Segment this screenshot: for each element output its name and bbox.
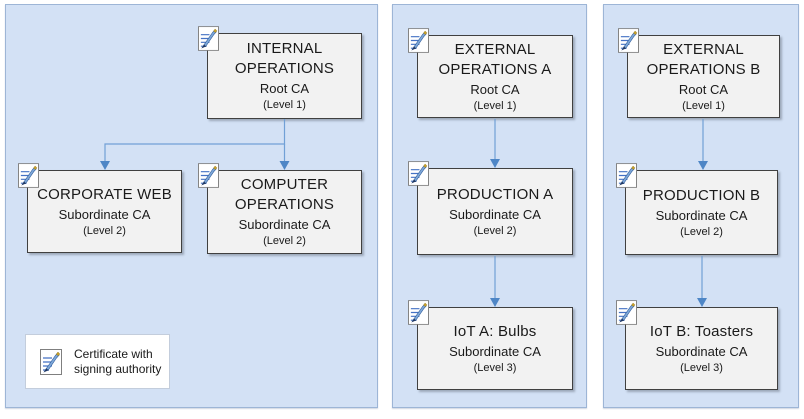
ca-node-subtitle: Root CA bbox=[678, 81, 729, 97]
certificate-signing-icon bbox=[198, 26, 219, 51]
ca-node-title: EXTERNAL OPERATIONS A bbox=[438, 40, 552, 78]
ca-node-subtitle: Subordinate CA bbox=[449, 343, 541, 359]
ca-node-title: EXTERNAL OPERATIONS B bbox=[646, 40, 761, 78]
ca-node-subtitle: Subordinate CA bbox=[655, 207, 748, 223]
ca-node-subtitle: Root CA bbox=[470, 81, 520, 97]
certificate-signing-icon bbox=[408, 300, 429, 325]
ca-node-title: CORPORATE WEB bbox=[37, 185, 172, 203]
ca-node-production-b: PRODUCTION B Subordinate CA (Level 2) bbox=[625, 170, 778, 255]
ca-node-level: (Level 1) bbox=[682, 99, 725, 112]
ca-node-title: INTERNAL OPERATIONS bbox=[234, 40, 335, 77]
ca-node-level: (Level 1) bbox=[473, 99, 517, 112]
ca-node-level: (Level 3) bbox=[473, 361, 517, 374]
ca-node-corporate-web: CORPORATE WEB Subordinate CA (Level 2) bbox=[27, 170, 182, 253]
ca-node-subtitle: Subordinate CA bbox=[58, 206, 151, 222]
certificate-signing-icon bbox=[616, 163, 637, 188]
ca-node-title: IoT B: Toasters bbox=[649, 322, 754, 340]
legend-label: Certificate with signing authority bbox=[74, 346, 162, 376]
ca-node-level: (Level 2) bbox=[83, 224, 126, 237]
ca-node-title: COMPUTER OPERATIONS bbox=[234, 176, 335, 213]
legend-certificate-signing-authority: Certificate with signing authority bbox=[25, 334, 170, 389]
ca-node-title: PRODUCTION A bbox=[436, 185, 554, 203]
ca-node-subtitle: Subordinate CA bbox=[655, 343, 748, 359]
certificate-signing-icon bbox=[198, 163, 219, 188]
ca-node-level: (Level 1) bbox=[263, 99, 306, 111]
ca-node-level: (Level 3) bbox=[680, 361, 723, 374]
ca-node-iot-a-bulbs: IoT A: Bulbs Subordinate CA (Level 3) bbox=[417, 307, 573, 390]
ca-node-title: IoT A: Bulbs bbox=[453, 322, 537, 340]
ca-node-computer-operations: COMPUTER OPERATIONS Subordinate CA (Leve… bbox=[207, 170, 362, 254]
certificate-signing-icon bbox=[408, 28, 429, 53]
ca-node-level: (Level 2) bbox=[263, 235, 306, 247]
ca-node-title: PRODUCTION B bbox=[642, 186, 761, 204]
ca-node-external-operations-b-root: EXTERNAL OPERATIONS B Root CA (Level 1) bbox=[627, 35, 780, 118]
certificate-signing-icon bbox=[40, 348, 62, 376]
ca-node-subtitle: Subordinate CA bbox=[449, 206, 541, 222]
ca-node-external-operations-a-root: EXTERNAL OPERATIONS A Root CA (Level 1) bbox=[417, 35, 573, 118]
ca-node-subtitle: Subordinate CA bbox=[238, 217, 331, 232]
certificate-signing-icon bbox=[616, 300, 637, 325]
certificate-signing-icon bbox=[408, 161, 429, 186]
ca-node-subtitle: Root CA bbox=[259, 81, 310, 96]
ca-node-production-a: PRODUCTION A Subordinate CA (Level 2) bbox=[417, 168, 573, 255]
certificate-signing-icon bbox=[618, 28, 639, 53]
certificate-signing-icon bbox=[18, 163, 39, 188]
ca-node-iot-b-toasters: IoT B: Toasters Subordinate CA (Level 3) bbox=[625, 307, 778, 390]
ca-node-internal-operations-root: INTERNAL OPERATIONS Root CA (Level 1) bbox=[207, 33, 362, 119]
ca-node-level: (Level 2) bbox=[473, 224, 517, 237]
ca-node-level: (Level 2) bbox=[680, 225, 723, 238]
